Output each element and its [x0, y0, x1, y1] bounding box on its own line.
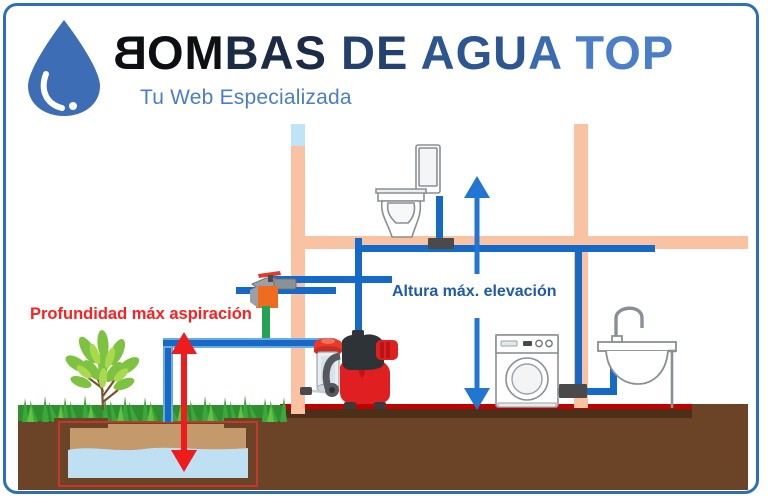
elevation-up-arrow	[464, 176, 490, 274]
brand-letter-O2: O	[604, 26, 642, 79]
brand-letter-U: U	[493, 26, 529, 79]
brand-title: BOMBAS DE AGUA TOP	[112, 24, 762, 82]
soil-under-house	[280, 404, 748, 490]
sink-with-faucet-icon	[597, 306, 677, 408]
house-floor-line	[280, 404, 692, 409]
brand-letter-B1: B	[112, 26, 147, 79]
brand-space-1	[327, 26, 341, 79]
water-drop-icon	[28, 20, 100, 116]
brand-letter-A3: A	[528, 26, 562, 79]
outdoor-tap-valve-icon	[250, 271, 297, 338]
brand-letter-E: E	[375, 26, 409, 79]
label-max-elevation: Altura máx. elevación	[392, 283, 557, 300]
pipe-pump-riser	[355, 238, 362, 338]
header-background	[6, 6, 756, 124]
cistern-floor	[54, 478, 262, 490]
brand-letter-O1: O	[146, 26, 185, 79]
pipe-upper-horizontal-left	[272, 276, 392, 283]
water-booster-pump-icon	[300, 330, 398, 409]
brand-letter-A1: A	[259, 26, 295, 79]
brand-letter-D: D	[341, 26, 376, 79]
washing-machine-icon	[495, 334, 559, 408]
pipe-ceiling-horizontal-main	[355, 245, 655, 252]
label-suction-depth: Profundidad máx aspiración	[30, 305, 252, 323]
washer-pipe-fitting	[559, 384, 587, 398]
grass-blades	[22, 395, 287, 422]
toilet-pipe-fitting	[428, 238, 454, 249]
suction-depth-arrow	[171, 332, 197, 472]
elevation-down-arrow	[464, 318, 490, 410]
pipe-right-drop	[575, 245, 582, 390]
cistern-lid-right	[224, 418, 248, 428]
brand-space-3	[561, 26, 575, 79]
cistern-lid-left	[68, 418, 108, 428]
house-floor-dark	[280, 409, 692, 418]
brand-letter-P: P	[641, 26, 675, 79]
brand-letter-B2: B	[224, 26, 260, 79]
brand-letter-A2: A	[420, 26, 456, 79]
brand-tagline: Tu Web Especializada	[140, 86, 352, 109]
suction-pipe-horizontal	[163, 340, 335, 346]
suction-pipe-vertical	[165, 338, 171, 422]
garden-bush-icon	[65, 330, 140, 411]
cistern-water	[68, 447, 248, 478]
brand-space-2	[408, 26, 420, 79]
brand-letter-G: G	[455, 26, 494, 79]
brand-letter-M: M	[184, 26, 225, 79]
brand-letter-T: T	[575, 26, 605, 79]
toilet-fixture-icon	[375, 144, 441, 238]
pipe-toilet-drop	[436, 196, 443, 248]
brand-letter-S: S	[294, 26, 327, 79]
wall-vertical-upper-blue	[291, 123, 305, 146]
cistern-wall-right	[246, 418, 262, 490]
pipe-garden-feed	[236, 287, 336, 294]
cistern-outline	[58, 421, 258, 487]
